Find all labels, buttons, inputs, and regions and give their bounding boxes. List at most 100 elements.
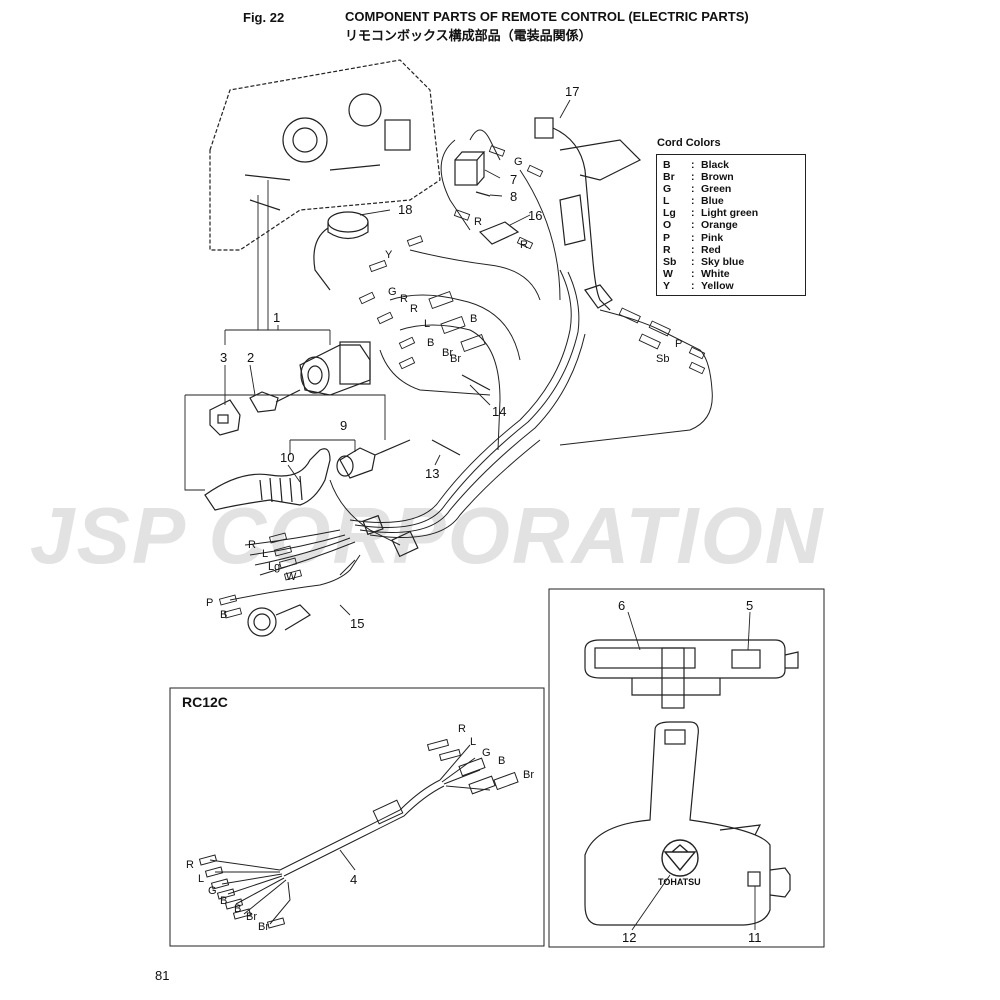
wire-label: Y (385, 249, 393, 261)
cord-color-code: B (663, 159, 671, 171)
inset-parts-box (548, 588, 825, 948)
cord-color-row: B:Black (663, 159, 799, 171)
grommet-upper (391, 530, 419, 558)
trim-switch-part-17 (534, 117, 642, 311)
cord-color-code: G (663, 183, 672, 196)
leader-lines (184, 99, 571, 616)
wire-label: P (206, 597, 213, 609)
wire-label: B (498, 755, 505, 767)
control-top-view (584, 639, 799, 709)
cord-color-name: Sky blue (701, 255, 745, 268)
callout-10: 10 (280, 450, 294, 465)
cord-color-code: Lg (663, 207, 676, 220)
wire-label: L (424, 318, 430, 330)
cord-color-name: Red (701, 243, 721, 256)
wire-label: G (514, 156, 523, 168)
cord-color-name: Black (701, 159, 730, 171)
wire-label: B (470, 313, 477, 325)
cap-part-3 (209, 399, 241, 436)
separator: : (691, 183, 695, 196)
wire-label: R (400, 293, 408, 305)
wire-label: R (458, 723, 466, 735)
cord-color-row: P:Pink (663, 232, 799, 244)
wire-label: Br (450, 353, 461, 365)
callout-3: 3 (220, 350, 227, 365)
terminals (218, 145, 706, 619)
cord-color-code: L (663, 195, 670, 208)
callout-5: 5 (746, 598, 753, 613)
cord-color-row: W:White (663, 268, 799, 280)
wire-label: G (482, 747, 491, 759)
separator: : (691, 219, 695, 232)
clip-part-13 (431, 439, 461, 456)
cord-color-row: G:Green (663, 183, 799, 195)
cord-color-code: Y (663, 279, 671, 292)
inset-rc12c-title: RC12C (182, 694, 228, 710)
wire-label: B (220, 895, 227, 907)
cord-color-row: R: Red (663, 244, 799, 256)
cord-color-code: Sb (663, 255, 677, 268)
wire-label: L (262, 548, 268, 560)
wire-label: R (410, 303, 418, 315)
cord-color-code: O (663, 219, 672, 232)
separator: : (691, 279, 695, 292)
callout-11: 11 (748, 930, 762, 945)
wire-label: G (388, 286, 397, 298)
cord-color-code: Br (663, 171, 675, 184)
cord-colors-title: Cord Colors (657, 137, 721, 149)
callout-9: 9 (340, 418, 347, 433)
wire-label: B (234, 903, 241, 915)
wire-label: Sb (656, 353, 669, 365)
wire-label: R (474, 216, 482, 228)
remote-housing (209, 59, 441, 251)
screw-part-8 (475, 191, 491, 197)
wire-label: L (470, 736, 476, 748)
figure-label: Fig. 22 (243, 10, 285, 25)
cord-color-row: Y: Yellow (663, 280, 799, 292)
wire-label: P (675, 338, 682, 350)
separator: : (691, 255, 695, 268)
wire-label: W (286, 571, 297, 583)
buzzer-part-18 (313, 211, 369, 291)
cord-color-row: L:Blue (663, 195, 799, 207)
callout-15: 15 (350, 616, 364, 631)
cord-color-code: P (663, 231, 671, 244)
rc12c-harness (198, 738, 519, 929)
callout-1: 1 (273, 310, 280, 325)
cord-color-name: Blue (701, 195, 724, 208)
tohatsu-logo (661, 839, 699, 877)
cord-color-row: Lg:Light green (663, 207, 799, 219)
cord-color-name: Yellow (701, 279, 734, 292)
wire-harness (229, 129, 713, 601)
callout-4: 4 (350, 872, 357, 887)
cord-color-code: R (663, 243, 671, 256)
callout-2: 2 (247, 350, 254, 365)
callout-8: 8 (510, 189, 517, 204)
callout-16: 16 (528, 208, 542, 223)
callout-12: 12 (622, 930, 636, 945)
tohatsu-brand-text: TOHATSU (658, 877, 701, 887)
stop-switch-part-9 (336, 439, 411, 479)
main-switch-part-1 (299, 341, 371, 396)
cord-color-name: White (701, 267, 730, 280)
wire-label: R (248, 539, 256, 551)
separator: : (691, 207, 695, 220)
inset-rc12c-box (169, 687, 545, 947)
callout-7: 7 (510, 172, 517, 187)
separator: : (691, 243, 695, 256)
relay-part-7 (454, 151, 486, 186)
page-number: 81 (155, 968, 170, 983)
separator: : (691, 267, 695, 280)
wire-label: Br (258, 921, 269, 933)
wire-label: Br (246, 911, 257, 923)
cord-color-name: Orange (701, 219, 738, 232)
connector-part-15 (247, 604, 311, 637)
wire-label: L (198, 873, 204, 885)
wire-label: Lg (268, 561, 280, 573)
separator: : (691, 231, 695, 244)
connector-part-16 (478, 221, 520, 245)
wire-label: Br (523, 769, 534, 781)
wire-label: R (186, 859, 194, 871)
